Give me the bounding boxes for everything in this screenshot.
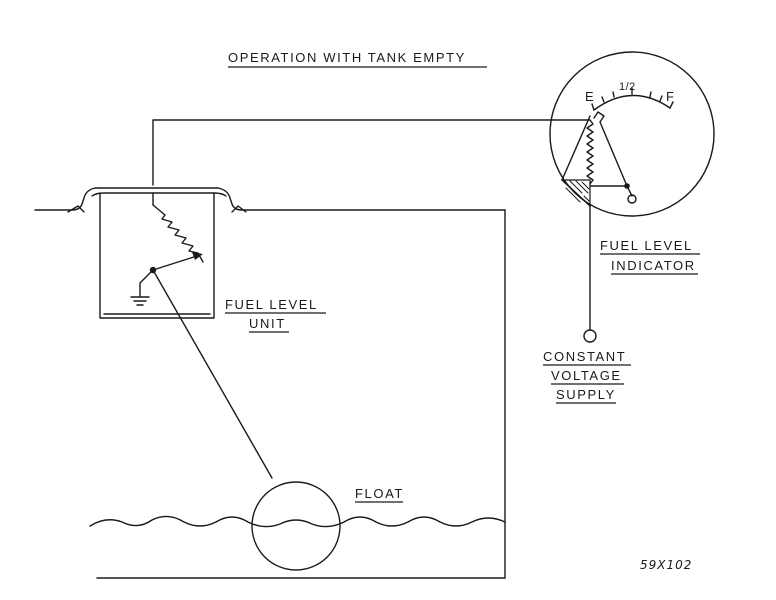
ground-wire xyxy=(139,269,154,297)
gauge-tick-3 xyxy=(649,91,652,98)
fuel-level-unit-housing xyxy=(99,192,215,319)
constant-voltage-label-line2: VOLTAGE xyxy=(551,368,622,383)
gauge-tick-4 xyxy=(659,95,663,102)
fuel-level-indicator-case xyxy=(549,51,715,217)
gauge-scale-arc xyxy=(593,94,671,111)
diagram-title: OPERATION WITH TANK EMPTY xyxy=(228,50,466,65)
figure-code: 59X102 xyxy=(640,558,692,572)
constant-voltage-label-line1: CONSTANT xyxy=(543,349,626,364)
tank-top-right xyxy=(217,187,506,211)
indicator-heater-block xyxy=(560,179,591,208)
flange-right-clip xyxy=(231,205,247,213)
gauge-tick-1 xyxy=(601,96,605,103)
fuel-level-unit-label-line2: UNIT xyxy=(249,316,286,331)
gauge-tick-2 xyxy=(612,91,615,98)
indicator-spring xyxy=(626,185,633,197)
signal-wire xyxy=(152,119,591,186)
float-arm xyxy=(152,269,273,479)
float xyxy=(251,481,341,571)
fuel-level-unit-label-line1: FUEL LEVEL xyxy=(225,297,318,312)
constant-voltage-label-line3: SUPPLY xyxy=(556,387,616,402)
indicator-heater-hatch xyxy=(565,180,590,203)
indicator-pointer xyxy=(593,111,628,187)
sender-resistor xyxy=(152,204,204,263)
gauge-full-mark: F xyxy=(666,89,676,104)
fuel-level-indicator-label-line2: INDICATOR xyxy=(611,258,696,273)
float-label: FLOAT xyxy=(355,486,404,501)
gauge-tick-full xyxy=(669,101,674,109)
fuel-surface xyxy=(89,515,506,528)
wiper-arrowhead xyxy=(192,252,203,260)
gauge-empty-mark: E xyxy=(585,89,595,104)
indicator-spring-anchor xyxy=(627,194,637,204)
fuel-level-indicator-label-line1: FUEL LEVEL xyxy=(600,238,693,253)
supply-terminal xyxy=(583,329,597,343)
tank-top-left xyxy=(34,187,101,211)
indicator-coil xyxy=(586,119,594,185)
gauge-tick-empty xyxy=(591,103,595,111)
flange-left-clip xyxy=(67,205,85,213)
sender-flange-inner xyxy=(91,192,227,197)
wiper-arm xyxy=(152,254,201,271)
gauge-half-mark: 1/2 xyxy=(619,81,636,93)
